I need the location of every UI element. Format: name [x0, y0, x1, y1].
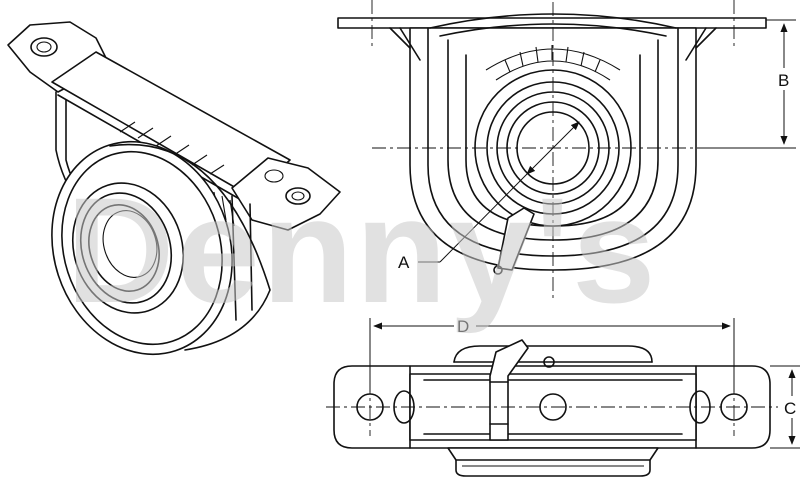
top-clamp-strap — [489, 339, 529, 441]
isometric-view — [7, 21, 341, 356]
dimension-a: A — [398, 121, 580, 272]
top-view — [326, 339, 778, 477]
front-clamp-strap — [497, 207, 535, 271]
dimension-b-label: B — [778, 71, 789, 90]
top-bottom-ring — [447, 447, 659, 461]
iso-bearing-bore — [88, 204, 160, 292]
dimension-d: D — [369, 314, 735, 392]
iso-bolt-hole-left — [30, 37, 58, 57]
dimension-c: C — [770, 365, 800, 449]
front-flange — [337, 17, 767, 29]
dimension-a-label: A — [398, 253, 410, 272]
dimension-c-label: C — [784, 399, 796, 418]
iso-bearing-outer — [71, 182, 185, 314]
dimension-d-label: D — [457, 317, 469, 336]
iso-bolt-hole-right — [285, 187, 311, 205]
watermark-logo: Denny's — [66, 166, 658, 334]
iso-rubber-housing — [51, 140, 233, 356]
dimension-b: B — [700, 19, 796, 149]
